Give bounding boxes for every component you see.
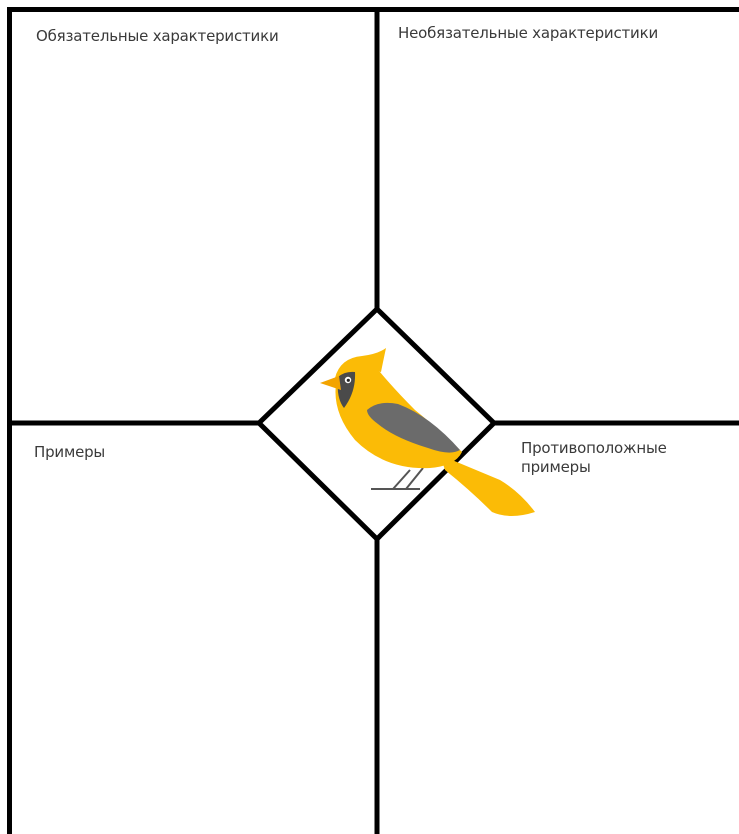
quadrant-label-non-examples: Противоположные примеры	[521, 439, 721, 477]
quadrant-label-examples: Примеры	[34, 443, 105, 462]
quadrant-label-optional-characteristics: Необязательные характеристики	[398, 24, 658, 43]
quadrant-label-required-characteristics: Обязательные характеристики	[36, 27, 279, 46]
